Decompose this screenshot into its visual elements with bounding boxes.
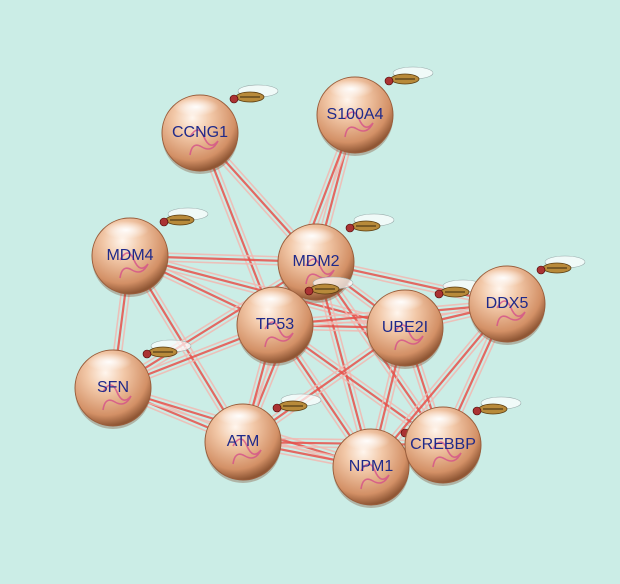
fly-icon xyxy=(142,339,192,359)
fly-icon xyxy=(536,255,586,275)
protein-structure-icon xyxy=(232,438,262,465)
node-label: DDX5 xyxy=(486,295,529,312)
node-label: NPM1 xyxy=(349,458,394,475)
node-ccng1[interactable]: CCNG1 xyxy=(161,84,279,174)
node-sfn[interactable]: SFN xyxy=(74,339,192,429)
node-ube2i[interactable]: UBE2I xyxy=(366,279,484,369)
protein-structure-icon xyxy=(394,324,424,351)
fly-icon xyxy=(229,84,279,104)
node-label: UBE2I xyxy=(382,319,428,336)
fly-icon xyxy=(345,213,395,233)
node-mdm4[interactable]: MDM4 xyxy=(91,207,209,297)
protein-structure-icon xyxy=(189,129,219,156)
node-label: ATM xyxy=(227,433,260,450)
node-label: CREBBP xyxy=(410,436,476,453)
fly-icon xyxy=(159,207,209,227)
protein-structure-icon xyxy=(360,463,390,490)
protein-structure-icon xyxy=(432,441,462,468)
node-label: S100A4 xyxy=(327,106,384,123)
node-atm[interactable]: ATM xyxy=(204,393,322,483)
node-label: CCNG1 xyxy=(172,124,228,141)
protein-structure-icon xyxy=(305,258,335,285)
node-label: SFN xyxy=(97,379,129,396)
node-label: MDM4 xyxy=(106,247,153,264)
protein-structure-icon xyxy=(102,384,132,411)
fly-icon xyxy=(272,393,322,413)
protein-structure-icon xyxy=(264,321,294,348)
fly-icon xyxy=(472,396,522,416)
node-tp53[interactable]: TP53 xyxy=(236,276,354,366)
protein-structure-icon xyxy=(496,300,526,327)
fly-icon xyxy=(304,276,354,296)
node-label: TP53 xyxy=(256,316,294,333)
node-label: MDM2 xyxy=(292,253,339,270)
protein-structure-icon xyxy=(344,111,374,138)
node-s100a4[interactable]: S100A4 xyxy=(316,66,434,156)
node-ddx5[interactable]: DDX5 xyxy=(468,255,586,345)
fly-icon xyxy=(384,66,434,86)
protein-structure-icon xyxy=(119,252,149,279)
node-crebbp[interactable]: CREBBP xyxy=(404,396,522,486)
